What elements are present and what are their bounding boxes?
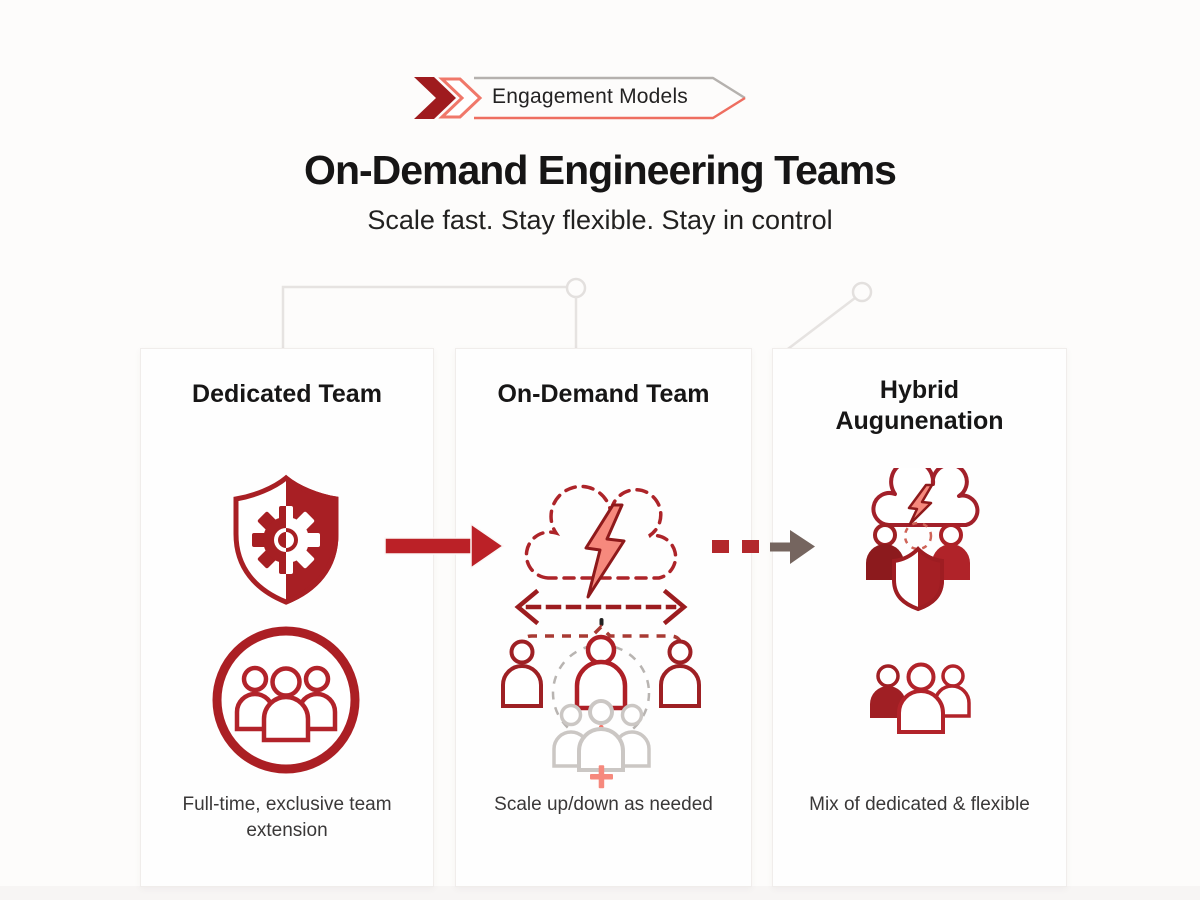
half-shield-icon	[892, 546, 944, 612]
card-title: Dedicated Team	[192, 380, 382, 408]
lightning-icon	[907, 483, 934, 526]
bottom-strip	[0, 886, 1200, 900]
mixed-team-icon	[870, 662, 971, 734]
card-caption: Mix of dedicated & flexible	[809, 794, 1030, 815]
plus-icon	[590, 765, 613, 789]
solid-right-arrow-icon	[384, 522, 505, 570]
card-caption: Full-time, exclusive team extension	[182, 794, 392, 842]
cloud-lightning-dashed-icon	[524, 484, 678, 599]
on-demand-icon-cluster	[501, 484, 701, 789]
active-team-row	[501, 634, 701, 711]
card-on-demand-team: On-Demand Team Scale up/down as needed	[455, 348, 752, 887]
card-title: On-Demand Team	[497, 380, 710, 408]
shield-gear-icon	[233, 474, 339, 605]
chevron-outline-icon	[438, 77, 483, 119]
badge-label: Engagement Models	[491, 85, 689, 108]
dashed-link-circle	[903, 521, 933, 551]
faded-team-row	[552, 699, 651, 772]
dot-marker	[599, 618, 604, 626]
team-circle-icon	[212, 626, 360, 774]
card-caption: Scale up/down as needed	[494, 794, 713, 815]
card-hybrid-augmentation: Hybrid Augunenation Mix of dedicated & f…	[772, 348, 1067, 887]
connector-node-circle	[851, 281, 873, 303]
badge-frame	[414, 76, 746, 120]
chevron-solid-icon	[414, 77, 456, 119]
card-title: Hybrid Augunenation	[835, 376, 1004, 436]
page-subtitle: Scale fast. Stay flexible. Stay in contr…	[367, 205, 833, 235]
scale-horizontal-arrow-icon	[514, 588, 688, 626]
cloud-team-shield-icon	[866, 468, 980, 612]
connector-node-circle	[565, 277, 587, 299]
dashed-right-arrow-icon	[712, 530, 815, 564]
section-badge: Engagement Models	[408, 74, 753, 124]
page-title: On-Demand Engineering Teams	[304, 147, 897, 193]
card-dedicated-team: Dedicated Team Full-time, exclusive team…	[140, 348, 434, 887]
